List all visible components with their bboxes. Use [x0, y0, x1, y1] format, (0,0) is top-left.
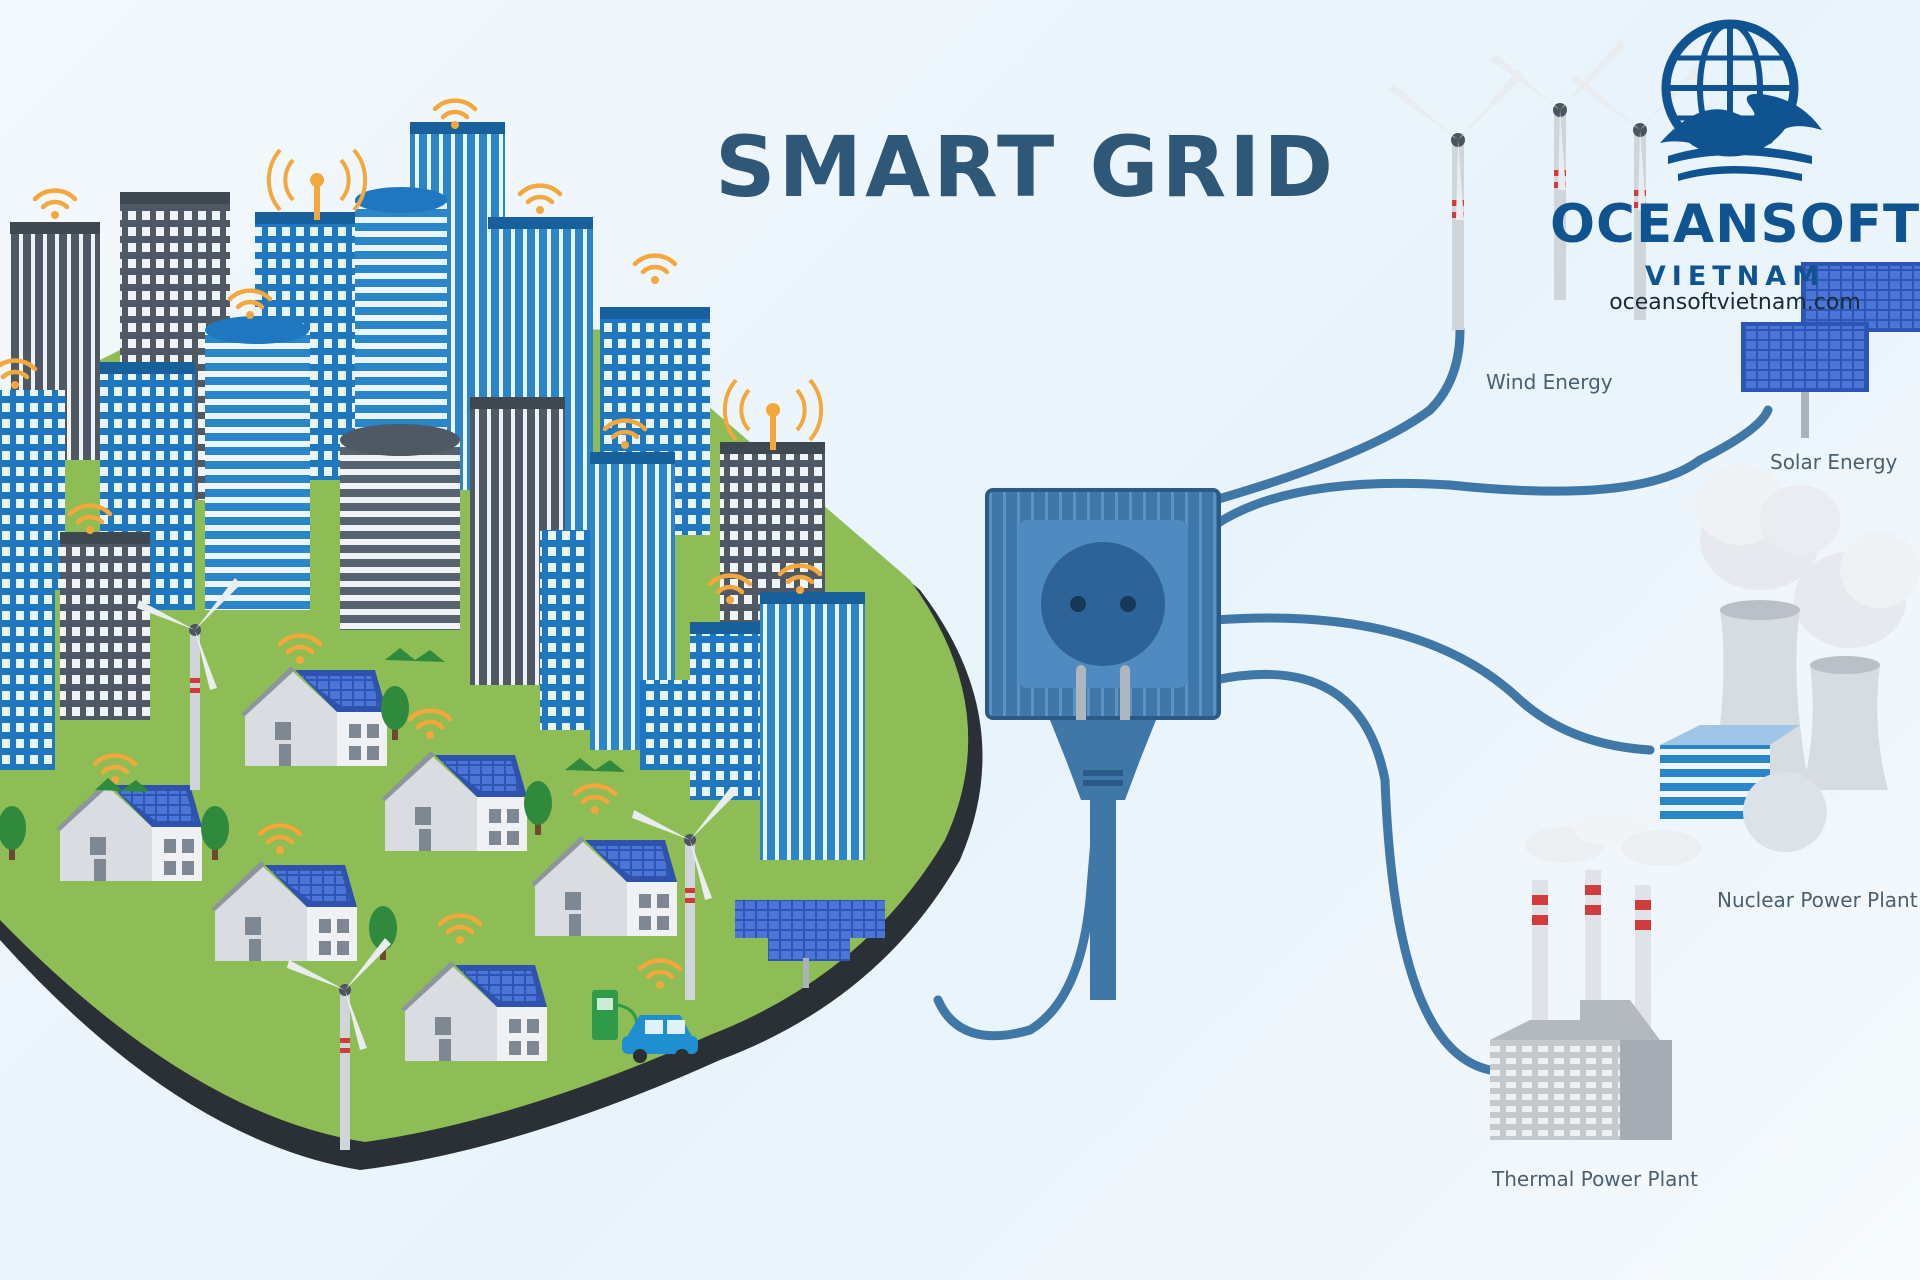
page-title: SMART GRID	[715, 118, 1337, 216]
brand-logo: OCEANSOFT VIETNAM oceansoftvietnam.com	[1550, 18, 1920, 338]
power-plug-icon	[1050, 665, 1156, 1000]
wind-energy-label: Wind Energy	[1486, 370, 1613, 394]
charging-station-icon	[592, 990, 639, 1040]
power-socket-icon	[985, 488, 1221, 720]
nuclear-plant-icon	[1660, 465, 1920, 852]
building	[60, 540, 150, 720]
brand-subtitle: VIETNAM	[1644, 261, 1826, 292]
solar-energy-label: Solar Energy	[1770, 450, 1898, 474]
thermal-power-plant-label: Thermal Power Plant	[1492, 1167, 1698, 1191]
cylinder-tower	[340, 440, 460, 630]
thermal-plant-icon	[1490, 814, 1702, 1140]
building	[760, 600, 865, 860]
city-island	[0, 101, 983, 1170]
power-cables	[933, 325, 1773, 1075]
solar-panel-icon	[735, 900, 885, 988]
building	[690, 630, 770, 800]
cylinder-tower	[205, 330, 310, 610]
cylinder-tower	[355, 200, 447, 460]
antenna-icon	[266, 148, 368, 220]
wind-turbine-icon	[1388, 70, 1524, 330]
electric-car-icon	[622, 1015, 698, 1063]
brand-name: OCEANSOFT	[1550, 194, 1920, 255]
building	[0, 570, 55, 770]
antenna-icon	[722, 378, 824, 450]
globe-wave-logo-icon	[1660, 19, 1822, 181]
nuclear-power-plant-label: Nuclear Power Plant	[1717, 888, 1918, 912]
building	[0, 390, 65, 590]
brand-url: oceansoftvietnam.com	[1609, 290, 1861, 315]
